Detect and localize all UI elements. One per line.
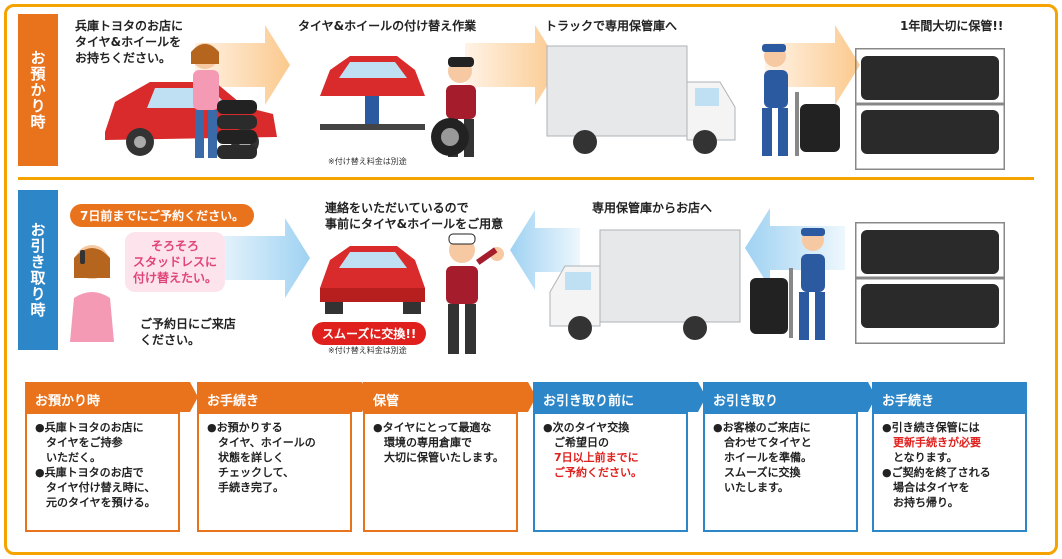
prepare-text: 連絡をいただいているので 事前にタイヤ&ホイールをご用意 [325,201,504,231]
info-item: ●ご契約を終了される 場合はタイヤを お持ち帰り。 [882,466,991,509]
info-box-body: ●引き続き保管には 更新手続きが必要 となります。 ●ご契約を終了される 場合は… [874,414,1025,510]
worker-dolly-image [762,44,840,156]
info-box-before-pickup: お引き取り前に ●次のタイヤ交換 ご希望日の 7日以上前までに ご予約ください。 [533,382,688,532]
mechanic-ok-image [446,233,504,354]
arrow-orange-3 [765,25,860,105]
step-truck: トラックで専用保管庫へ [545,19,678,33]
tab-storage: お預かり時 [18,14,58,166]
info-box-title: お引き取り [705,384,856,414]
info-box-title: お手続き [199,384,350,414]
tab-pickup: お引き取り時 [18,190,58,350]
info-item: ●お預かりする タイヤ、ホイールの 状態を詳しく チェックして、 手続き完了。 [207,421,316,494]
info-item: ●引き続き保管には [882,421,980,434]
to-store-text: 専用保管庫からお店へ [592,201,713,215]
info-box-body: ●お客様のご来店に 合わせてタイヤと ホイールを準備。 スムーズに交換 いたしま… [705,414,856,495]
fee-note-1: ※付け替え料金は別途 [328,157,407,166]
info-item-highlight: 更新手続きが必要 [882,436,981,449]
info-box-body: ●次のタイヤ交換 ご希望日の 7日以上前までに ご予約ください。 [535,414,686,480]
step-bring-tires: 兵庫トヨタのお店に タイヤ&ホイールを お持ちください。 [75,19,184,65]
car-on-lift-image [320,56,425,130]
woman-customer-image [191,43,219,158]
visit-text: ご予約日にご来店 ください。 [140,317,236,347]
step-storage: 1年間大切に保管!! [900,19,1004,33]
truck-image-2 [549,229,741,340]
info-box-title: お引き取り前に [535,384,686,414]
info-box-title: お手続き [874,384,1025,414]
tire-rack-image-2 [855,222,1005,344]
arrow-blue-1 [210,218,310,298]
speech-bubble: そろそろ スタッドレスに 付け替えたい。 [125,232,226,292]
info-box-pickup: お引き取り ●お客様のご来店に 合わせてタイヤと ホイールを準備。 スムーズに交… [703,382,858,532]
info-box-renewal: お手続き ●引き続き保管には 更新手続きが必要 となります。 ●ご契約を終了され… [872,382,1027,532]
row-divider [18,177,1034,180]
info-item: ●次のタイヤ交換 ご希望日の [543,421,630,449]
tab-storage-label: お預かり時 [28,50,47,130]
info-box-keep: 保管 ●タイヤにとって最適な 環境の専用倉庫で 大切に保管いたします。 [363,382,518,532]
info-item: となります。 [882,451,958,464]
info-item: ●タイヤにとって最適な 環境の専用倉庫で 大切に保管いたします。 [373,421,504,464]
info-box-storage: お預かり時 ●兵庫トヨタのお店に タイヤをご持参 いただく。 ●兵庫トヨタのお店… [25,382,180,532]
truck-image [546,45,736,154]
smooth-pill: スムーズに交換!! [312,322,427,345]
tire-stack-image [217,100,257,159]
header-arrow [518,382,536,412]
info-box-body: ●兵庫トヨタのお店に タイヤをご持参 いただく。 ●兵庫トヨタのお店で タイヤ付… [27,414,178,510]
fee-note-2: ※付け替え料金は別途 [328,346,407,355]
info-item: ●兵庫トヨタのお店に タイヤをご持参 いただく。 [35,421,144,464]
header-arrow [858,382,876,412]
info-box-title: お預かり時 [27,384,178,414]
info-box-body: ●お預かりする タイヤ、ホイールの 状態を詳しく チェックして、 手続き完了。 [199,414,350,495]
info-box-title: 保管 [365,384,516,414]
info-item: ●兵庫トヨタのお店で タイヤ付け替え時に、 元のタイヤを預ける。 [35,466,156,509]
red-car-front-image [320,246,425,314]
info-item-highlight: 7日以上前までに ご予約ください。 [553,451,642,479]
worker-dolly-image-2 [750,228,825,340]
header-arrow [180,382,198,412]
arrow-orange-2 [465,25,560,105]
woman-phone-image [70,245,114,342]
tire-rack-image [855,48,1005,170]
info-box-procedure: お手続き ●お預かりする タイヤ、ホイールの 状態を詳しく チェックして、 手続… [197,382,352,532]
reserve-pill: 7日前までにご予約ください。 [70,204,255,227]
tab-pickup-label: お引き取り時 [28,222,47,318]
step-changeover: タイヤ&ホイールの付け替え作業 [298,19,477,33]
info-box-body: ●タイヤにとって最適な 環境の専用倉庫で 大切に保管いたします。 [365,414,516,465]
mechanic-image [431,57,476,157]
info-item: ●お客様のご来店に 合わせてタイヤと ホイールを準備。 スムーズに交換 いたしま… [713,421,812,494]
header-arrow [688,382,706,412]
